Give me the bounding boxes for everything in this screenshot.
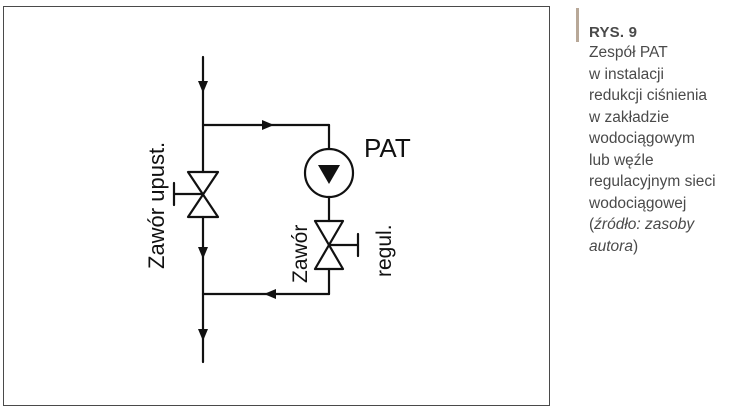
- caption-line: wodociągowej: [589, 194, 687, 212]
- control-valve-icon: [313, 219, 345, 271]
- caption-line: wodociągowym: [589, 130, 695, 147]
- pump-icon: [303, 147, 355, 199]
- caption-accent-bar: [576, 8, 579, 42]
- pump-triangle-icon: [318, 165, 340, 184]
- bypass-valve-icon: [186, 170, 220, 219]
- caption-line: regulacyjnym sieci: [589, 173, 716, 190]
- figure-caption: RYS. 9 Zespół PAT w instalacji redukcji …: [576, 8, 745, 258]
- caption-line: redukcji ciśnienia: [589, 87, 708, 104]
- source-text: źródło: zasoby: [594, 216, 695, 233]
- source-open-paren: (: [589, 216, 595, 233]
- control-valve-label-1: Zawór: [289, 225, 312, 283]
- pat-schematic-diagram: PAT Zawór upust. Zawór regul.: [144, 55, 411, 364]
- control-valve-label-2: regul.: [373, 224, 396, 277]
- caption-source-line: (źródło: zasoby: [589, 214, 745, 236]
- flow-arrow-bottom-icon: [198, 329, 208, 341]
- caption-line: lub węźle: [589, 151, 654, 169]
- pump-label: PAT: [364, 133, 411, 163]
- flow-arrow-branch-icon: [262, 120, 274, 130]
- caption-line: Zespół PAT: [589, 44, 668, 61]
- caption-line: w zakładzie: [589, 108, 670, 126]
- flow-arrow-return-icon: [264, 289, 276, 299]
- bypass-valve-label: Zawór upust.: [144, 142, 169, 269]
- caption-title: RYS. 9: [589, 24, 638, 41]
- caption-source-line-2: autora): [589, 236, 745, 258]
- source-close-paren: ): [632, 237, 639, 255]
- caption-line: w instalacji: [589, 65, 664, 83]
- caption-body: Zespół PAT w instalacji redukcji ciśnien…: [589, 42, 745, 257]
- source-author: autora: [589, 237, 633, 255]
- flow-arrow-top-icon: [198, 81, 208, 93]
- figure-frame: PAT Zawór upust. Zawór regul.: [3, 6, 550, 406]
- flow-arrow-mid-icon: [198, 247, 208, 259]
